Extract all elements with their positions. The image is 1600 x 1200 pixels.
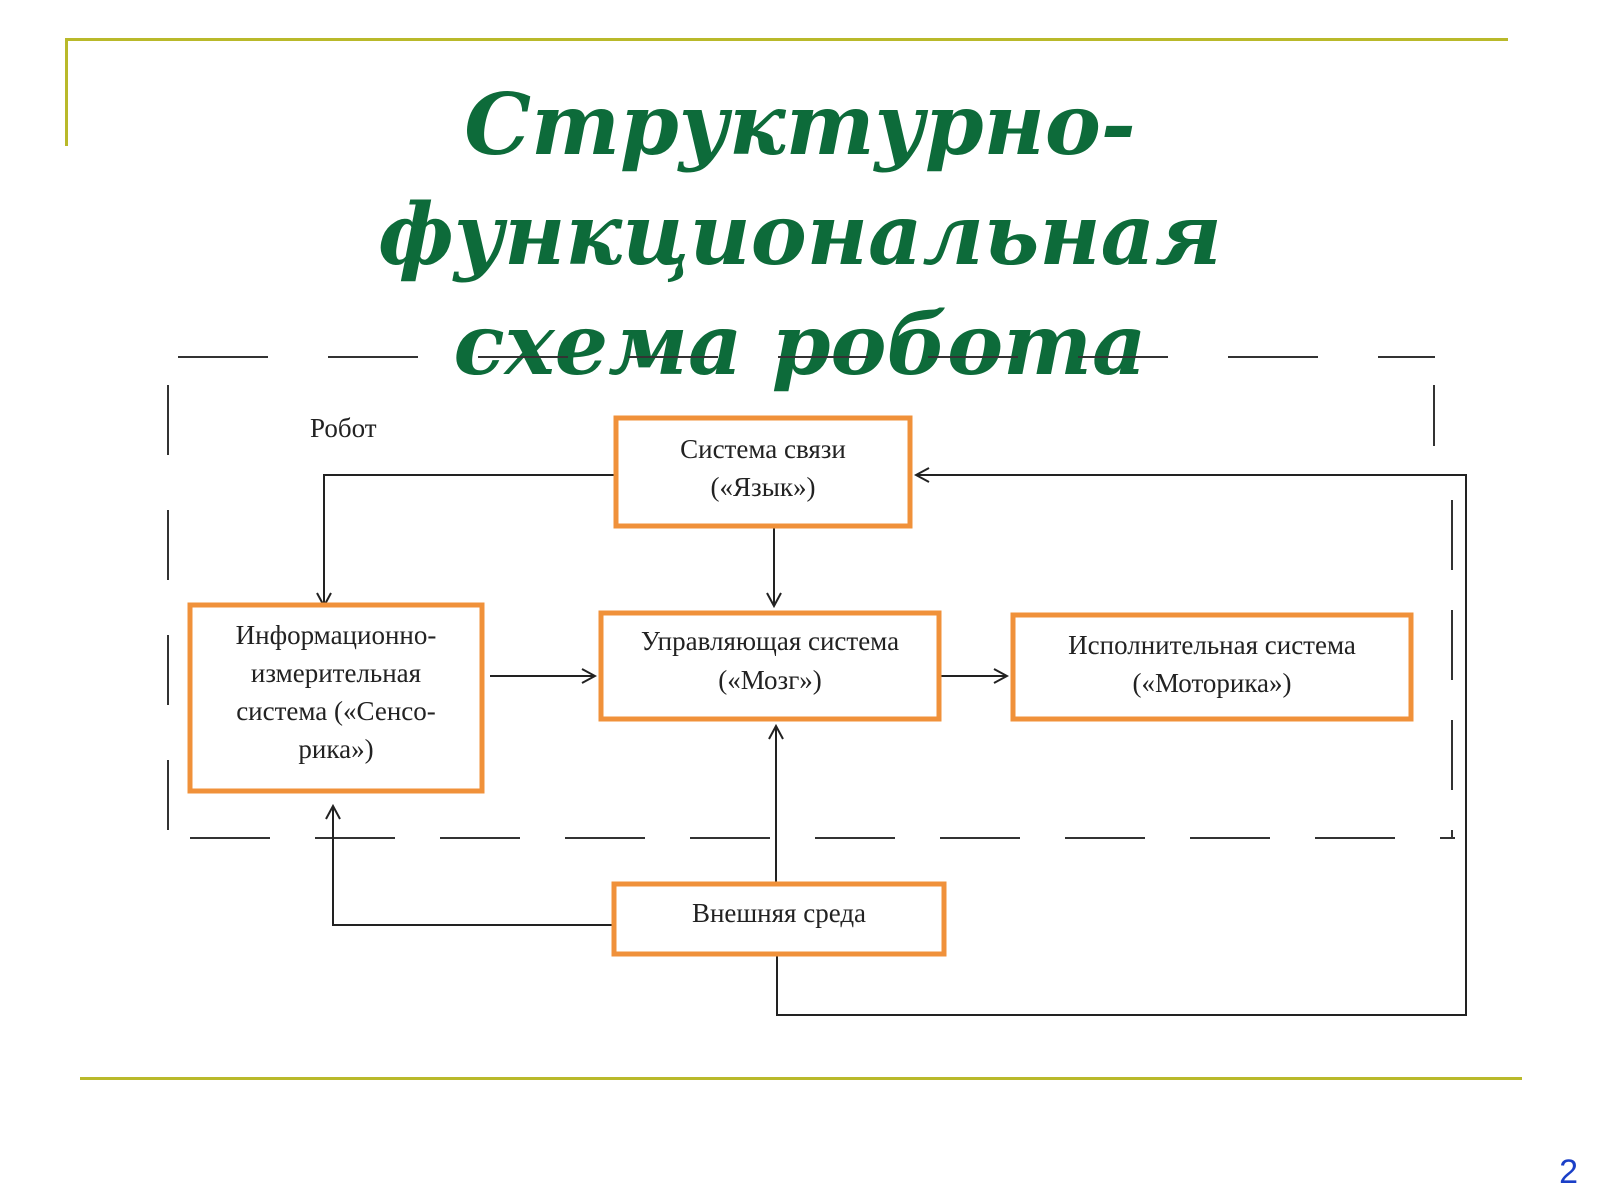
connectors <box>324 474 1467 1016</box>
node-control-line-1: Управляющая система <box>641 626 899 656</box>
edge-environment-to-communication <box>776 475 1467 1016</box>
node-executive-system: Исполнительная система («Моторика») <box>1010 612 1414 722</box>
node-communication-line-2: («Язык») <box>711 472 816 502</box>
node-sensorics-line-2: измерительная <box>251 658 421 688</box>
top-rule-corner <box>65 38 68 146</box>
page-number: 2 <box>1559 1153 1578 1191</box>
node-sensorics-line-3: система («Сенсо- <box>236 696 436 726</box>
robot-boundary <box>167 356 1455 839</box>
node-sensorics-system: Информационно- измерительная система («С… <box>187 602 485 794</box>
robot-group-label: Робот <box>310 413 377 443</box>
edge-communication-to-sensorics <box>324 474 616 606</box>
title-line-2: схема робота <box>453 295 1147 394</box>
node-environment-label: Внешняя среда <box>692 898 866 928</box>
node-control-line-2: («Мозг») <box>718 665 822 695</box>
slide-title: Структурно-функциональная схема робота <box>80 70 1520 400</box>
edge-environment-to-sensorics <box>333 806 614 926</box>
node-executive-line-1: Исполнительная система <box>1068 630 1356 660</box>
node-sensorics-line-4: рика») <box>298 734 373 764</box>
node-control-system: Управляющая система («Мозг») <box>598 610 942 722</box>
node-executive-line-2: («Моторика») <box>1132 668 1291 698</box>
top-rule <box>66 38 1508 41</box>
node-communication-line-1: Система связи <box>680 434 846 464</box>
bottom-rule <box>80 1077 1522 1080</box>
node-external-environment: Внешняя среда <box>611 881 947 957</box>
node-sensorics-line-1: Информационно- <box>236 620 437 650</box>
node-communication-system: Система связи («Язык») <box>613 415 913 529</box>
title-line-1: Структурно-функциональная <box>378 75 1222 284</box>
